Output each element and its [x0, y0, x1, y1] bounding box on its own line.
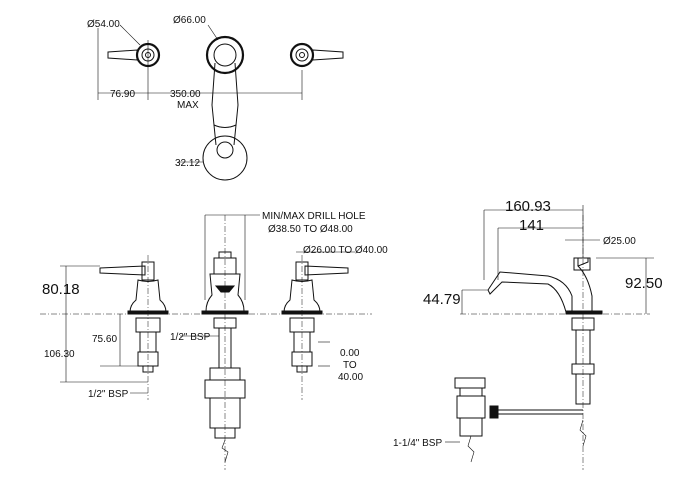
dim-adjust-40: 40.00 [338, 372, 363, 383]
dim-spout-tip: 32.12 [175, 158, 200, 169]
dim-base-diameter: Ø25.00 [603, 236, 636, 247]
dim-handle-diameter: Ø54.00 [87, 19, 120, 30]
plan-right-handle [289, 42, 344, 68]
dim-height-80: 80.18 [42, 281, 80, 298]
dim-spout-height-44: 44.79 [423, 291, 461, 308]
front-elevation: MIN/MAX DRILL HOLE Ø38.50 TO Ø48.00 Ø26.… [40, 211, 388, 470]
side-dimension-lines [445, 205, 654, 443]
front-spout [201, 251, 249, 463]
front-dimension-lines [60, 214, 355, 394]
dim-offset-76: 76.90 [110, 89, 135, 100]
dim-height-75: 75.60 [92, 334, 117, 345]
dim-spacing-max: 350.00 [170, 89, 201, 100]
dim-adjust-to: TO [343, 360, 357, 371]
front-right-valve [281, 261, 349, 373]
dim-drill-hole-range: Ø38.50 TO Ø48.00 [268, 224, 353, 235]
dim-drill-hole-title: MIN/MAX DRILL HOLE [262, 211, 366, 222]
dim-reach-160: 160.93 [505, 198, 551, 215]
front-left-valve [99, 261, 169, 373]
dim-spout-diameter: Ø66.00 [173, 15, 206, 26]
dim-handle-drill-range: Ø26.00 TO Ø40.00 [303, 245, 388, 256]
dim-total-height-92: 92.50 [625, 275, 663, 292]
plan-left-handle [107, 42, 161, 68]
dim-bsp-center: 1/2" BSP [170, 332, 211, 343]
dim-reach-141: 141 [519, 217, 544, 234]
plan-spout [202, 35, 248, 181]
side-elevation: 160.93 141 Ø25.00 44.79 92.50 1-1/4" BSP [393, 198, 663, 470]
dim-waste-bsp: 1-1/4" BSP [393, 438, 442, 449]
side-waste-assembly [454, 377, 583, 463]
dim-spacing-max-label: MAX [177, 100, 199, 111]
dim-bsp-left: 1/2" BSP [88, 389, 129, 400]
dim-adjust-0: 0.00 [340, 348, 360, 359]
side-spout-body [487, 257, 603, 447]
plan-dimension-lines [97, 24, 303, 163]
dim-height-106: 106.30 [44, 349, 75, 360]
plan-view: Ø54.00 Ø66.00 76.90 350.00 MAX 32.12 [87, 15, 344, 181]
